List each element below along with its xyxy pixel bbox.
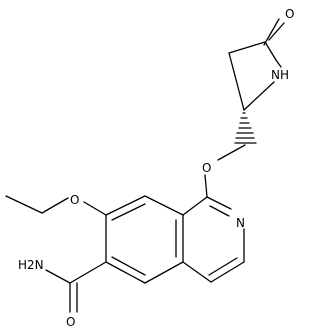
bond-c8a-c1 bbox=[182, 196, 208, 216]
bond-c3-c4 bbox=[210, 261, 245, 283]
bond-nh-c2 bbox=[243, 81, 275, 111]
benzene-ring bbox=[105, 195, 184, 284]
bond-c2-c3 bbox=[228, 52, 245, 111]
bond-c8-c7-double bbox=[111, 203, 146, 221]
atom-ring-n: N bbox=[236, 216, 245, 230]
atom-ethoxy-o: O bbox=[70, 193, 79, 207]
bond-c6-camide bbox=[69, 261, 107, 284]
bond-c7-o bbox=[83, 201, 107, 216]
bond-c1-n2 bbox=[206, 196, 232, 210]
bond-o-ch2 bbox=[41, 197, 69, 214]
chemical-structure: O NH O N O H2N O bbox=[5, 7, 294, 329]
bond-ch2-ch3 bbox=[5, 195, 43, 214]
bond-o-c1 bbox=[204, 174, 208, 198]
bond-ch2-o bbox=[217, 144, 246, 161]
ethoxy-group bbox=[5, 195, 107, 216]
bond-c3-c4-double bbox=[208, 257, 238, 276]
bond-c4-c5 bbox=[264, 41, 277, 61]
bond-c5-o bbox=[268, 22, 285, 41]
pyridine-ring bbox=[182, 196, 245, 283]
pyrrolidinone-ring bbox=[228, 18, 285, 111]
bond-c4-c4a bbox=[182, 261, 212, 283]
atom-lactam-nh: NH bbox=[271, 68, 289, 82]
stereo-hashed-wedge bbox=[234, 112, 257, 144]
bond-c5-c4a bbox=[144, 261, 184, 284]
bond-c5-o-double bbox=[263, 18, 280, 46]
bond-c6-c5 bbox=[105, 261, 146, 284]
atom-ether-o: O bbox=[202, 161, 211, 175]
bond-c8-c7 bbox=[105, 195, 146, 216]
bond-camide-n bbox=[45, 269, 71, 284]
atom-carbonyl-o: O bbox=[285, 7, 294, 21]
bond-c8a-c8 bbox=[144, 195, 184, 216]
carboxamide-group bbox=[45, 261, 107, 313]
bond-c3-c4 bbox=[228, 41, 266, 54]
bond-c5-nh bbox=[275, 59, 282, 68]
bond-c1-n2-double bbox=[209, 205, 230, 217]
bond-c6-c5-double bbox=[111, 256, 146, 276]
atom-amide-nh2: H2N bbox=[18, 258, 44, 272]
atom-amide-o: O bbox=[66, 315, 75, 329]
